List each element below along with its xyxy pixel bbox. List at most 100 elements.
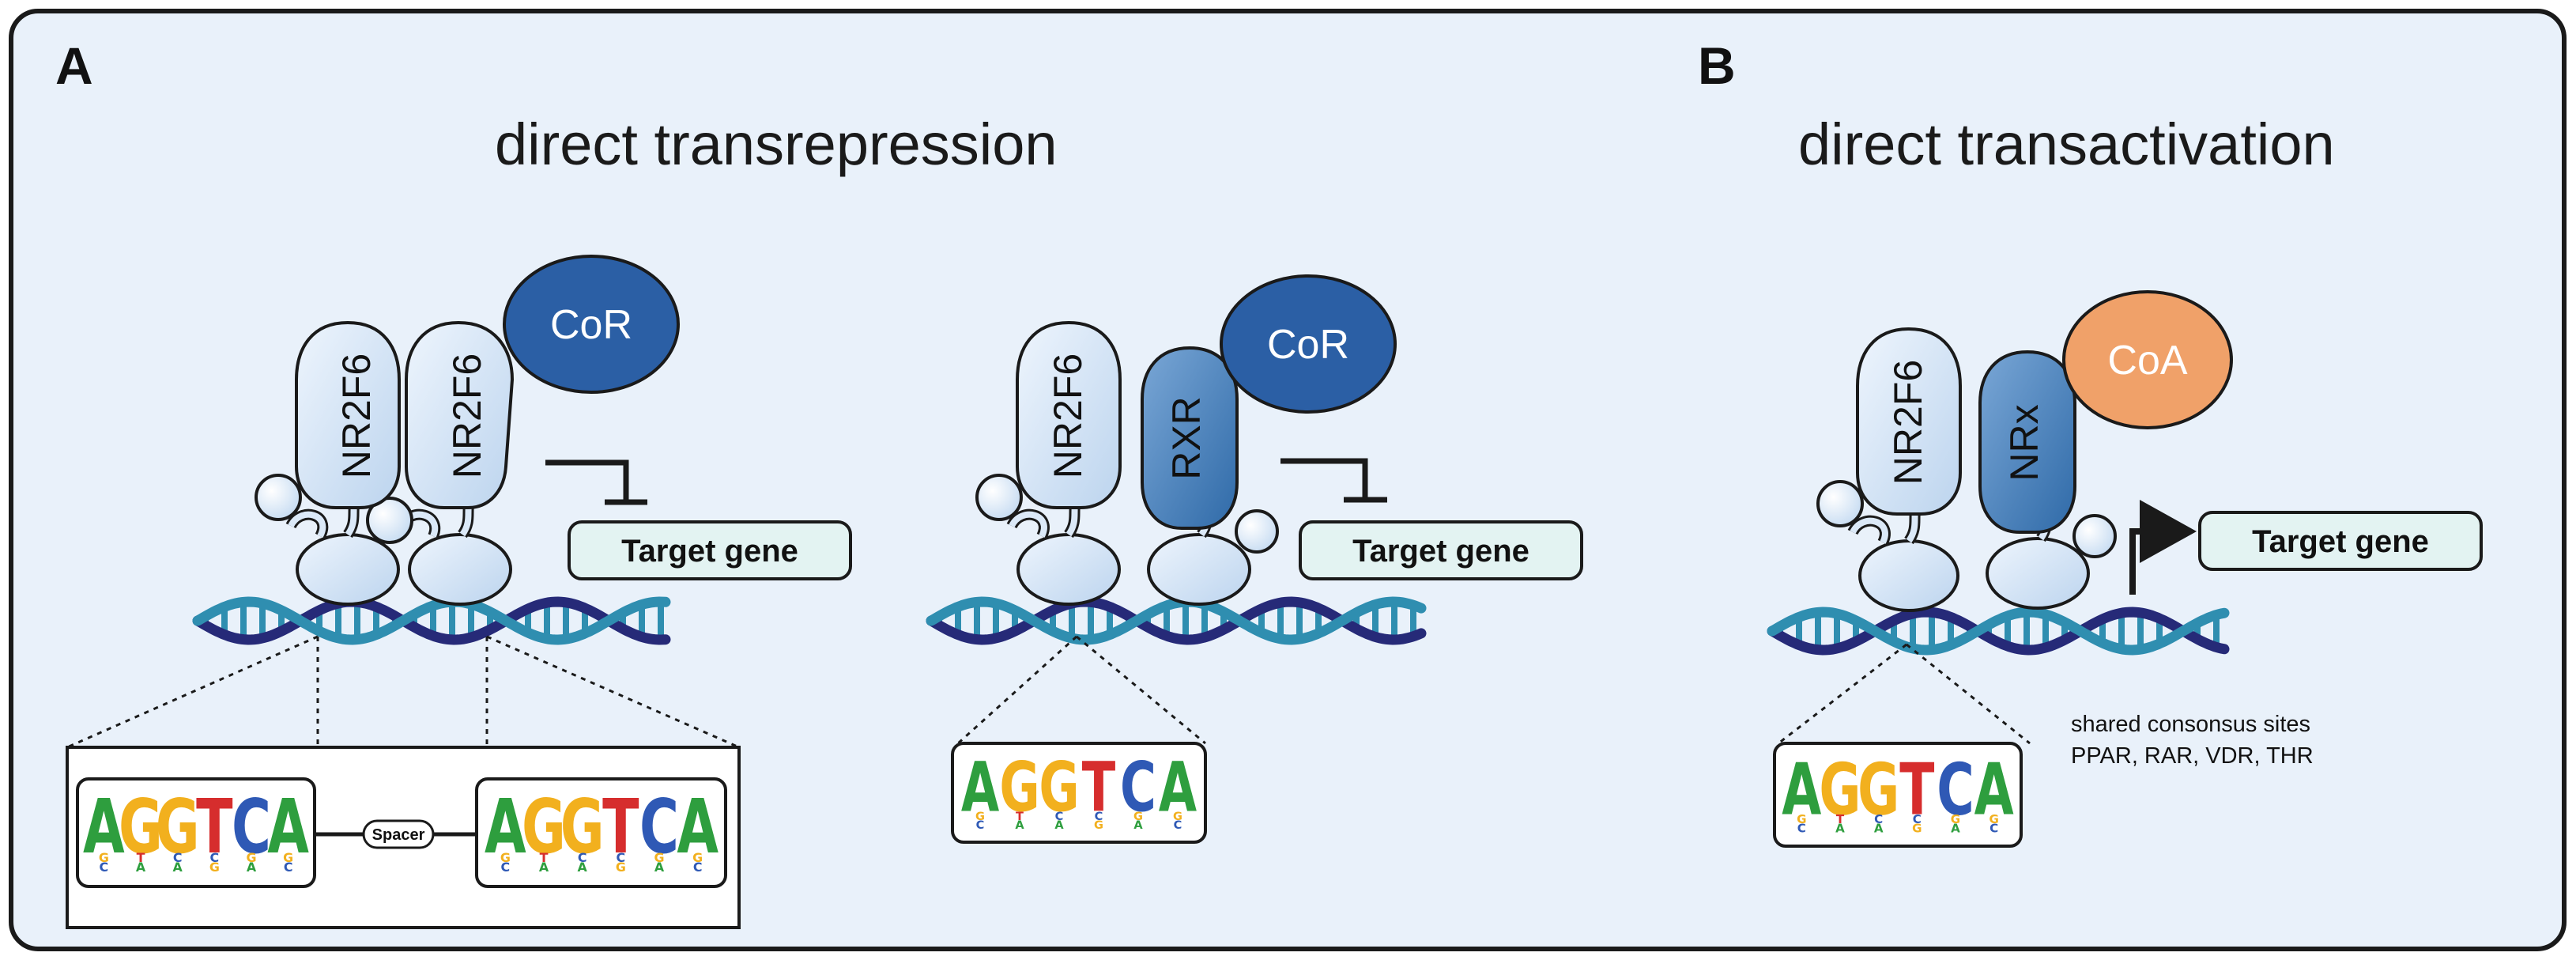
motif-minor-letter: C bbox=[578, 850, 587, 865]
nrx-label: NRx bbox=[2002, 404, 2046, 481]
motif-minor-letter: C bbox=[1913, 812, 1922, 826]
motif-minor-letter: G bbox=[1173, 810, 1182, 823]
motif-minor-letter: G bbox=[1912, 822, 1922, 836]
motif-letter-a: A bbox=[267, 784, 309, 871]
motif-minor-letter: G bbox=[209, 860, 220, 875]
motif-minor-letter: G bbox=[1989, 812, 1998, 826]
motif-minor-letter: G bbox=[654, 850, 664, 865]
motif-letter-a: A bbox=[1974, 749, 2014, 831]
nr2f6-lbd bbox=[1016, 320, 1122, 509]
repression-symbol-2 bbox=[1280, 458, 1387, 503]
motif-letter-t: T bbox=[1899, 749, 1935, 831]
motif-letter-a: A bbox=[961, 747, 1000, 827]
motif-minor-letter: G bbox=[1133, 810, 1143, 823]
motif-letter-t: T bbox=[196, 784, 232, 871]
activation-arrow bbox=[2129, 500, 2197, 595]
projection-lines-a-right bbox=[956, 635, 1206, 745]
panel-a-title: direct transrepression bbox=[495, 111, 1058, 177]
target-gene-box-3 bbox=[2198, 511, 2483, 571]
motif-minor-letter: T bbox=[1836, 812, 1845, 826]
motif-minor-letter: G bbox=[1094, 818, 1103, 832]
repression-symbol bbox=[545, 459, 647, 505]
knob-nr2f6 bbox=[975, 474, 1023, 521]
motif-letter-a: A bbox=[83, 784, 125, 871]
nr2f6-label-right: NR2F6 bbox=[445, 353, 489, 478]
knob-nrx bbox=[2072, 514, 2117, 558]
motif-minor-letter: C bbox=[100, 860, 109, 875]
motif-minor-letter: G bbox=[692, 850, 703, 865]
target-gene-box bbox=[568, 520, 852, 580]
motif-minor-letter: A bbox=[247, 860, 257, 875]
motif-minor-letter: C bbox=[1874, 812, 1883, 826]
motif-letter-c: C bbox=[1937, 749, 1974, 831]
motif-letter-g: G bbox=[999, 747, 1039, 827]
motif-minor-letter: A bbox=[1054, 818, 1064, 832]
panel-b-title: direct transactivation bbox=[1798, 111, 2335, 177]
cor-label: CoR bbox=[550, 302, 632, 348]
projection-lines-b bbox=[1778, 643, 2031, 745]
motif-minor-letter: C bbox=[1797, 822, 1806, 836]
motif-minor-letter: G bbox=[246, 850, 256, 865]
motif-box-a-right bbox=[951, 742, 1207, 844]
cor-corepressor bbox=[503, 255, 680, 394]
nr2f6-lbd-b bbox=[1856, 327, 1962, 516]
motif-minor-letter: G bbox=[500, 850, 511, 865]
motif-minor-letter: G bbox=[1951, 812, 1960, 826]
motif-letter-g: G bbox=[1819, 749, 1861, 831]
motif-minor-letter: C bbox=[284, 860, 293, 875]
motif-minor-letter: A bbox=[654, 860, 665, 875]
nr2f6-lbd-right bbox=[405, 320, 515, 509]
knob-right bbox=[366, 497, 413, 544]
target-gene-label: Target gene bbox=[621, 534, 798, 569]
dna-helix-1 bbox=[192, 596, 671, 645]
motif-minor-letter: C bbox=[693, 860, 703, 875]
coa-label: CoA bbox=[2107, 338, 2187, 384]
dbd-left bbox=[296, 533, 400, 606]
nr2f6-nrx-heterodimer-complex: NR2F6 NRx CoA Target gene bbox=[1816, 290, 2483, 612]
panel-a-letter: A bbox=[55, 36, 93, 95]
coa-coactivator bbox=[2062, 290, 2233, 429]
dna-helix-3 bbox=[1767, 607, 2230, 656]
motif-minor-letter: A bbox=[1835, 822, 1845, 836]
motif-minor-letter: G bbox=[99, 850, 109, 865]
motif-letter-c: C bbox=[1120, 747, 1156, 827]
motif-letter-g: G bbox=[560, 784, 605, 871]
motif-minor-letter: A bbox=[173, 860, 183, 875]
motif-letter-a: A bbox=[485, 784, 526, 871]
consensus-note-line2: PPAR, RAR, VDR, THR bbox=[2071, 743, 2314, 769]
motif-letter-a: A bbox=[1782, 749, 1821, 831]
motif-minor-letter: C bbox=[210, 850, 220, 865]
motif-minor-letter: A bbox=[1133, 818, 1143, 832]
figure-frame bbox=[9, 9, 2567, 951]
motif-minor-letter: A bbox=[1015, 818, 1024, 832]
projection-lines-a-left bbox=[66, 635, 740, 749]
motif-letter-g: G bbox=[1039, 747, 1079, 827]
motif-minor-letter: G bbox=[1797, 812, 1806, 826]
dna-helix-2 bbox=[926, 596, 1427, 645]
nr2f6-homodimer-complex: NR2F6 NR2F6 CoR Target gene bbox=[255, 255, 852, 606]
motif-minor-letter: C bbox=[1174, 818, 1182, 832]
knob-rxr bbox=[1235, 509, 1279, 554]
nr2f6-label-left: NR2F6 bbox=[334, 353, 379, 478]
dbd-nrx bbox=[1986, 537, 2090, 610]
motif-minor-letter: C bbox=[617, 850, 626, 865]
motif-minor-letter: C bbox=[1055, 810, 1064, 823]
spacer-label: Spacer bbox=[372, 826, 425, 844]
consensus-note-line1: shared consonsus sites bbox=[2071, 712, 2310, 737]
motif-minor-letter: T bbox=[540, 850, 549, 865]
motif-letter-t: T bbox=[1082, 747, 1116, 827]
target-gene-label-2: Target gene bbox=[1352, 534, 1529, 569]
knob-nr2f6-b bbox=[1816, 480, 1864, 527]
target-gene-label-3: Target gene bbox=[2252, 524, 2429, 559]
knob-left bbox=[255, 474, 302, 521]
motif-letter-c: C bbox=[232, 784, 271, 871]
motif-letter-a: A bbox=[677, 784, 718, 871]
motif-minor-letter: C bbox=[976, 818, 985, 832]
dbd-rxr bbox=[1147, 533, 1251, 606]
motif-minor-letter: A bbox=[578, 860, 588, 875]
motif-minor-letter: A bbox=[539, 860, 549, 875]
nr2f6-label-b: NR2F6 bbox=[1886, 360, 1930, 485]
cor-corepressor-2 bbox=[1220, 274, 1397, 414]
